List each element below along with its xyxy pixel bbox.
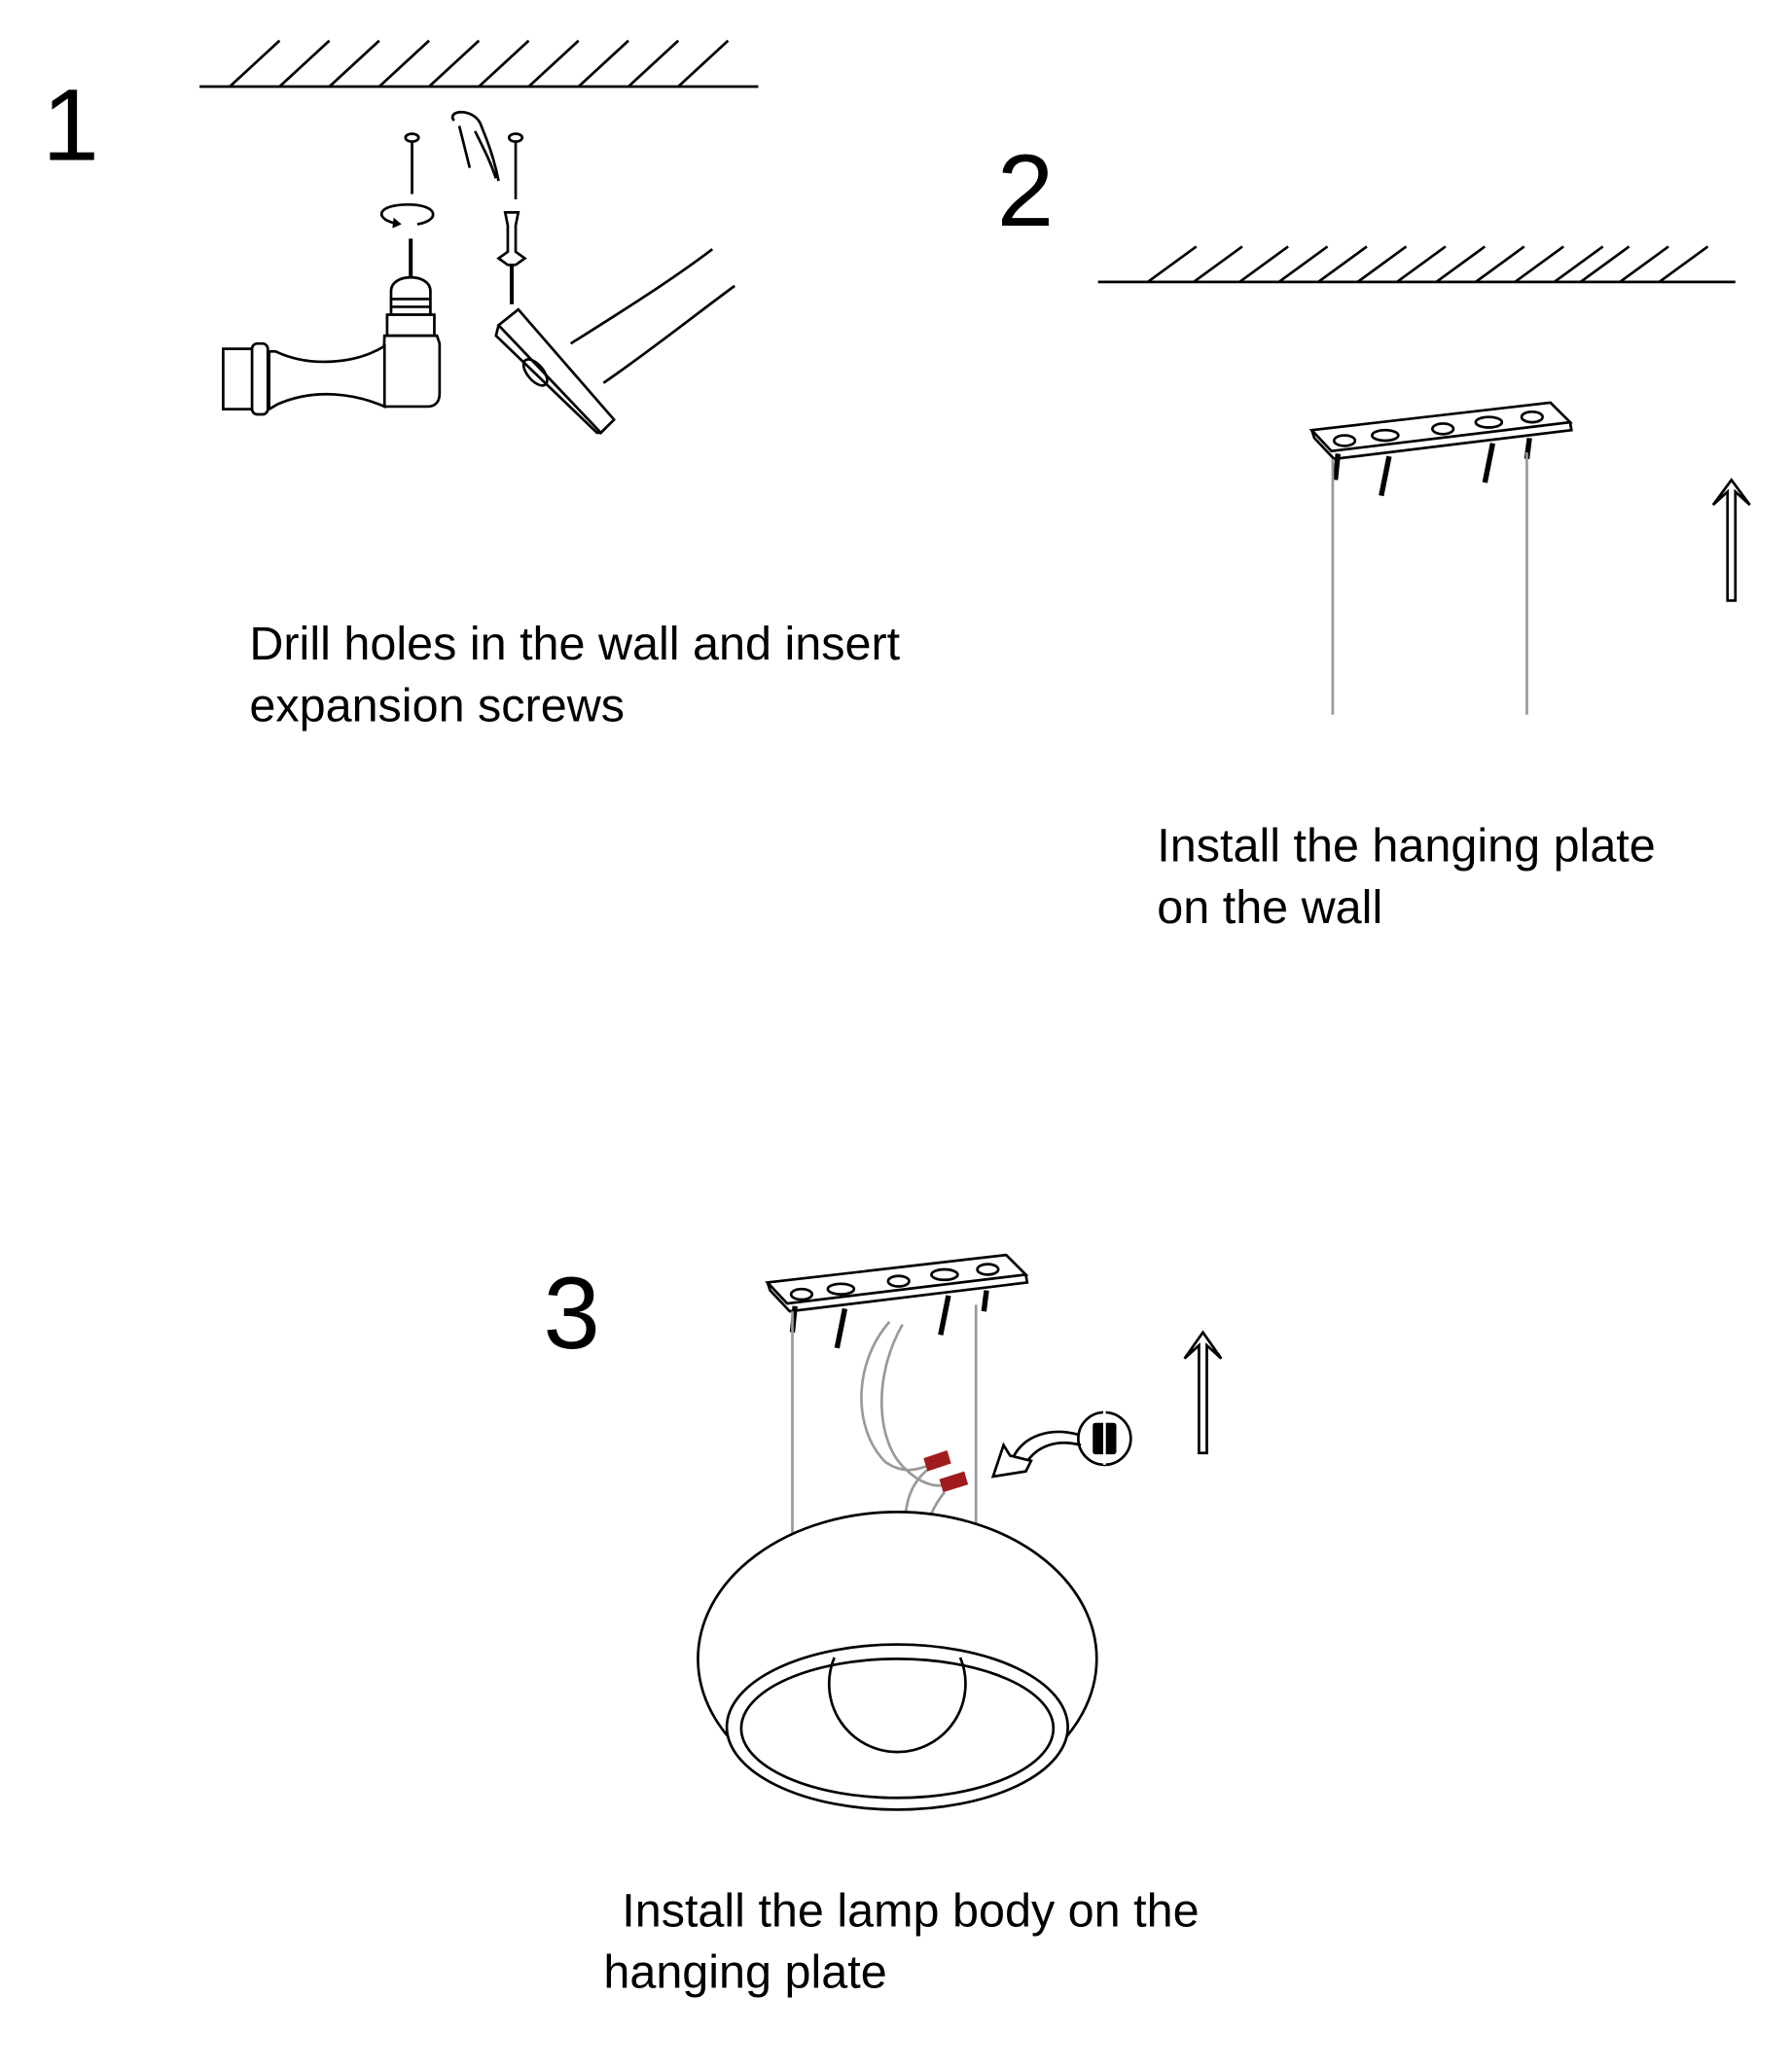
bulb-icon <box>827 1657 967 1754</box>
wire-connector-icon <box>923 1450 969 1493</box>
arrow-up-icon <box>1711 478 1751 602</box>
step-2-number: 2 <box>997 134 1054 248</box>
ceiling-1 <box>199 39 759 89</box>
step-2: 2 Install the hanging plate on the wall <box>997 134 1751 934</box>
step-3-number: 3 <box>543 1257 599 1371</box>
step-3: 3 <box>543 1253 1223 1999</box>
step-2-caption-line-2: on the wall <box>1157 881 1382 934</box>
drill-icon <box>222 238 442 416</box>
step-1-number: 1 <box>42 68 98 182</box>
rotation-icon <box>379 202 435 229</box>
terminal-block-icon <box>1077 1410 1132 1467</box>
step-3-caption-line-2: hanging plate <box>603 1946 886 1999</box>
step-3-caption-line-1: Install the lamp body on the <box>622 1884 1199 1937</box>
step-1: 1 <box>42 39 901 731</box>
lamp-body-icon <box>697 1511 1098 1811</box>
ceiling-2 <box>1097 245 1736 284</box>
step-1-caption-line-1: Drill holes in the wall and insert <box>249 618 900 670</box>
wall-plug-icon <box>450 110 527 304</box>
hammer-icon <box>494 248 735 435</box>
step-2-caption-line-1: Install the hanging plate <box>1157 820 1656 873</box>
hanging-plate-icon <box>1308 401 1573 497</box>
step-1-caption-line-2: expansion screws <box>249 679 625 731</box>
screw-icon <box>404 132 524 199</box>
arrow-up-icon <box>1183 1330 1223 1455</box>
curved-arrow-icon <box>990 1430 1082 1479</box>
